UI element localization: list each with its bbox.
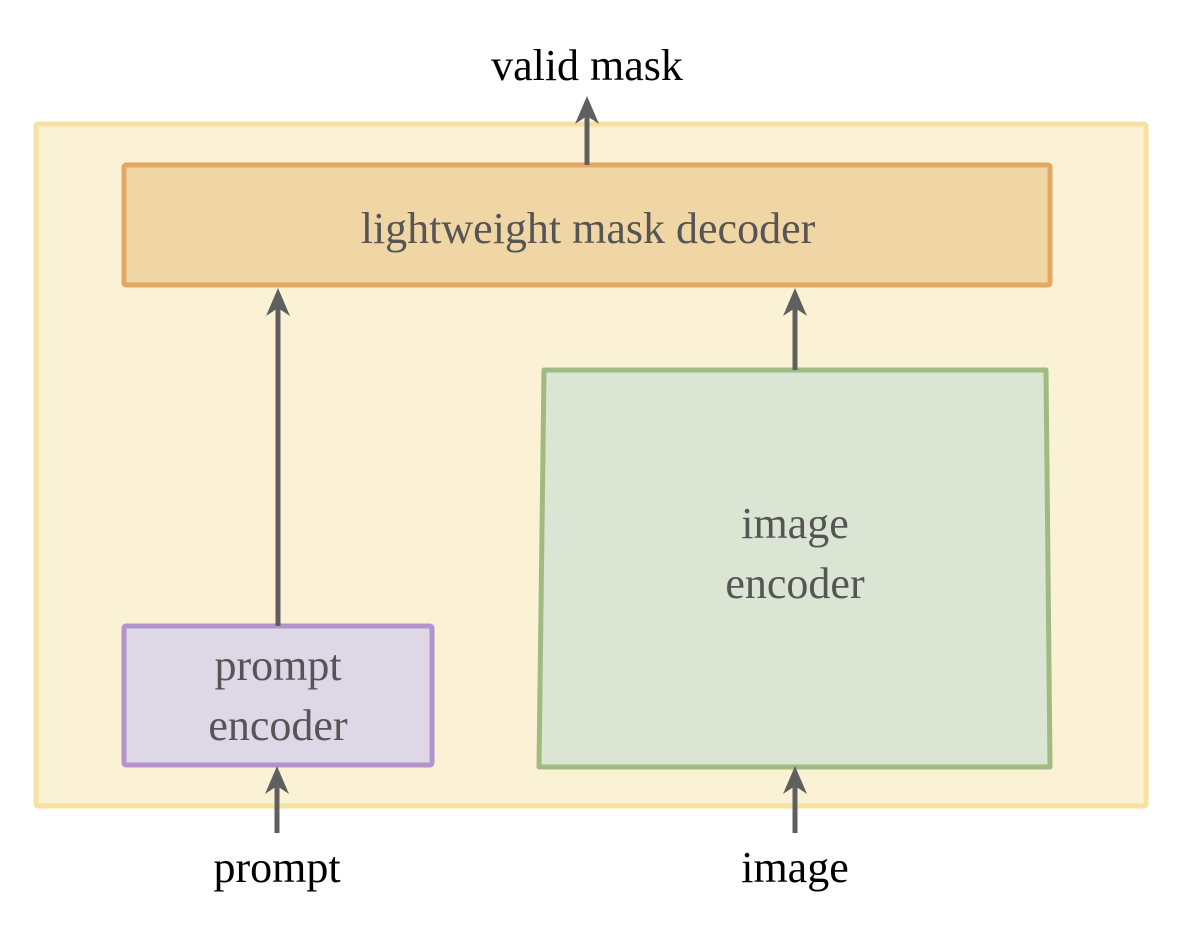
arrow-prompt-encoder-to-decoder — [266, 288, 290, 626]
output-label: valid mask — [491, 41, 683, 90]
arrowhead-icon — [265, 766, 289, 794]
arrow-decoder-to-output — [575, 96, 599, 165]
image-encoder-block — [536, 367, 1053, 770]
arrowhead-icon — [783, 288, 807, 316]
prompt-encoder-label-line1: prompt — [214, 641, 341, 690]
arrowhead-icon — [266, 288, 290, 316]
mask-decoder-label: lightweight mask decoder — [361, 204, 816, 253]
arrowhead-icon — [575, 96, 599, 124]
arrow-prompt-to-prompt-encoder — [265, 766, 289, 833]
input-prompt-label: prompt — [213, 843, 340, 892]
arrow-image-encoder-to-decoder — [783, 288, 807, 370]
image-encoder-label-line2: encoder — [725, 559, 865, 608]
arrow-image-to-image-encoder — [783, 766, 807, 833]
input-image-label: image — [741, 843, 849, 892]
prompt-encoder-label-line2: encoder — [208, 701, 348, 750]
arrowhead-icon — [783, 766, 807, 794]
image-encoder-label-line1: image — [741, 499, 849, 548]
